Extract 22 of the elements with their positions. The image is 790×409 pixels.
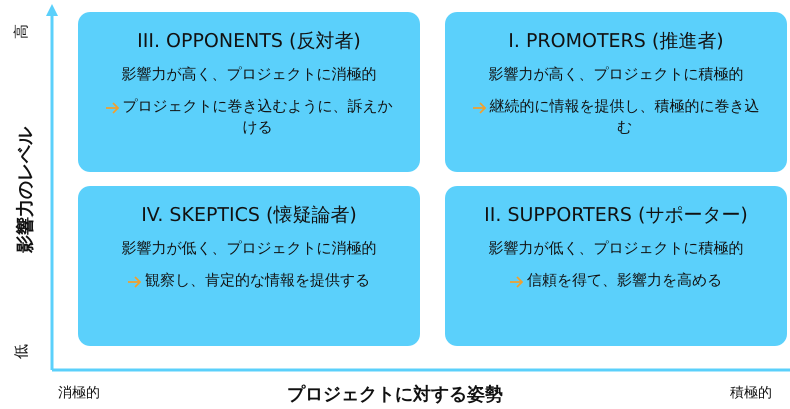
axis-high-label: 高	[12, 24, 31, 39]
quadrant-title: IV. SKEPTICS (懐疑論者)	[141, 203, 357, 228]
axis-title: 影響力のレベル	[14, 126, 37, 255]
action-text: 継続的に情報を提供し、積極的に巻き込む	[490, 96, 760, 138]
axis-title: プロジェクトに対する姿勢	[286, 383, 504, 406]
action-text: プロジェクトに巻き込むように、訴えかける	[122, 96, 392, 138]
axis-low-label: 消極的	[58, 384, 100, 402]
action-text: 信頼を得て、影響力を高める	[527, 270, 722, 291]
quadrant-box	[445, 186, 787, 346]
quadrant-description: 影響力が低く、プロジェクトに消極的	[122, 239, 376, 258]
quadrant-title: II. SUPPORTERS (サポーター)	[484, 203, 748, 228]
quadrant-title: I. PROMOTERS (推進者)	[508, 29, 724, 54]
quadrant-box	[78, 12, 420, 172]
quadrant-title: III. OPPONENTS (反対者)	[137, 29, 361, 54]
quadrant-description: 影響力が低く、プロジェクトに積極的	[488, 239, 744, 258]
axis-low-label: 低	[12, 344, 31, 359]
axis-high-label: 積極的	[730, 384, 772, 402]
quadrant-box	[78, 186, 420, 346]
quadrant-description: 影響力が高く、プロジェクトに消極的	[122, 65, 376, 84]
action-text: 観察し、肯定的な情報を提供する	[145, 270, 370, 291]
quadrant-description: 影響力が高く、プロジェクトに積極的	[488, 65, 744, 84]
quadrant-box	[445, 12, 787, 172]
